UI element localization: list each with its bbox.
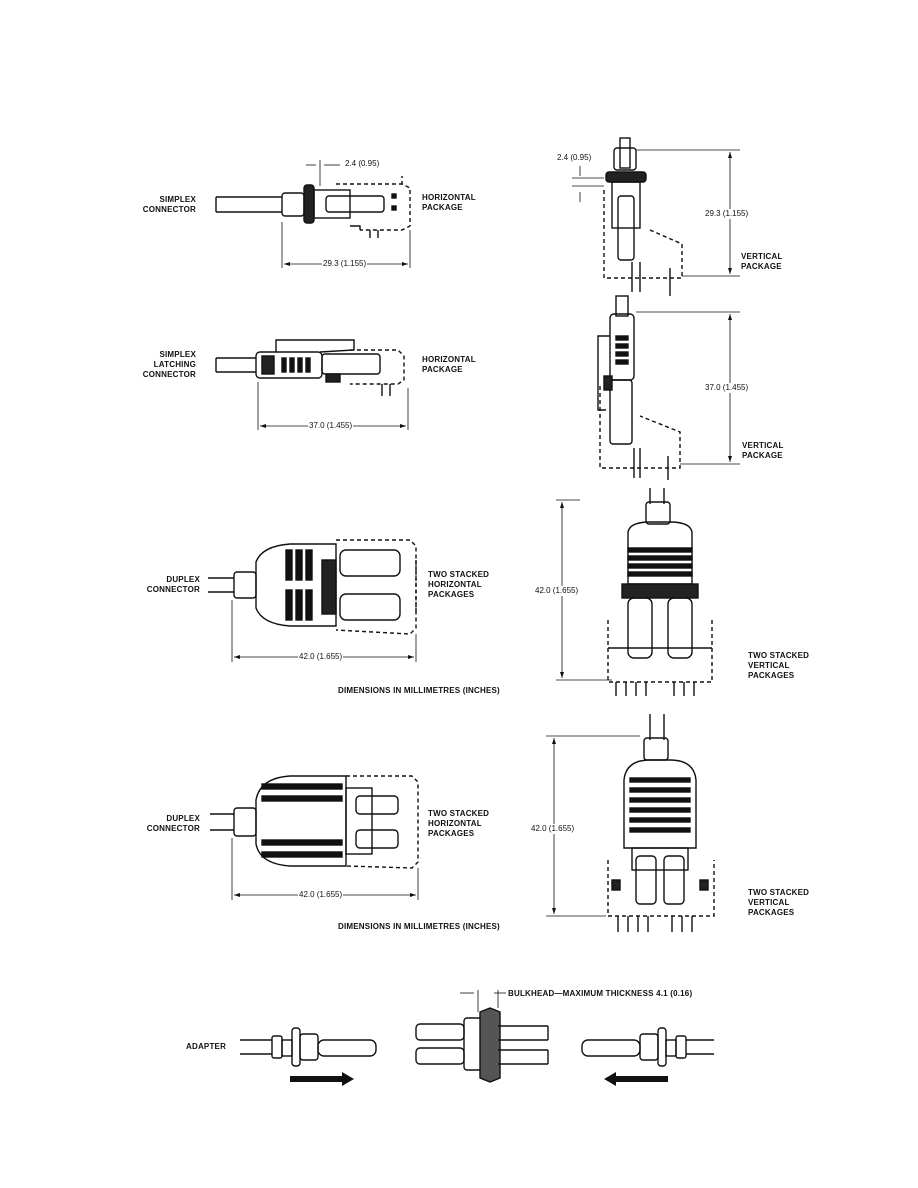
duplex-connector-1-horizontal-drawing (208, 539, 417, 662)
duplex-connector-label: DUPLEX CONNECTOR (146, 814, 200, 833)
stacked-horizontal-label: TWO STACKED HORIZONTAL PACKAGES (428, 809, 490, 838)
dimension-value: 37.0 (1.455) (704, 383, 750, 393)
dimensions-note: DIMENSIONS IN MILLIMETRES (INCHES) (338, 686, 500, 695)
dimension-value: 29.3 (1.155) (704, 209, 750, 219)
vertical-package-label: VERTICAL PACKAGE (742, 441, 784, 460)
simplex-connector-label: SIMPLEX CONNECTOR (142, 195, 196, 214)
dimension-value: 42.0 (1.655) (534, 586, 580, 596)
bulkhead-label: BULKHEAD—MAXIMUM THICKNESS 4.1 (0.16) (508, 989, 693, 998)
dimension-value: 29.3 (1.155) (322, 259, 368, 269)
stacked-vertical-label: TWO STACKED VERTICAL PACKAGES (748, 888, 810, 917)
latching-connector-label: SIMPLEX LATCHING CONNECTOR (142, 350, 196, 379)
simplex-connector-vertical-drawing (572, 137, 740, 296)
dimension-value: 42.0 (1.655) (530, 824, 576, 834)
duplex-connector-label: DUPLEX CONNECTOR (146, 575, 200, 594)
horizontal-package-label: HORIZONTAL PACKAGE (422, 193, 476, 212)
dimension-value: 2.4 (0.95) (556, 153, 593, 163)
duplex-connector-2-horizontal-drawing (210, 775, 419, 900)
dimension-value: 42.0 (1.655) (298, 890, 344, 900)
stacked-horizontal-label: TWO STACKED HORIZONTAL PACKAGES (428, 570, 490, 599)
stacked-vertical-label: TWO STACKED VERTICAL PACKAGES (748, 651, 810, 680)
latching-connector-horizontal-drawing (215, 339, 409, 430)
simplex-connector-horizontal-drawing (215, 160, 411, 268)
horizontal-package-label: HORIZONTAL PACKAGE (422, 355, 476, 374)
duplex-connector-1-vertical-drawing (556, 488, 713, 696)
dimension-value: 42.0 (1.655) (298, 652, 344, 662)
latching-connector-vertical-drawing (597, 295, 740, 480)
vertical-package-label: VERTICAL PACKAGE (741, 252, 783, 271)
duplex-connector-2-vertical-drawing (546, 714, 715, 932)
dimension-value: 2.4 (0.95) (344, 159, 381, 169)
dimensions-note: DIMENSIONS IN MILLIMETRES (INCHES) (338, 922, 500, 931)
dimension-value: 37.0 (1.455) (308, 421, 354, 431)
adapter-label: ADAPTER (186, 1042, 227, 1051)
adapter-drawing (240, 990, 714, 1086)
